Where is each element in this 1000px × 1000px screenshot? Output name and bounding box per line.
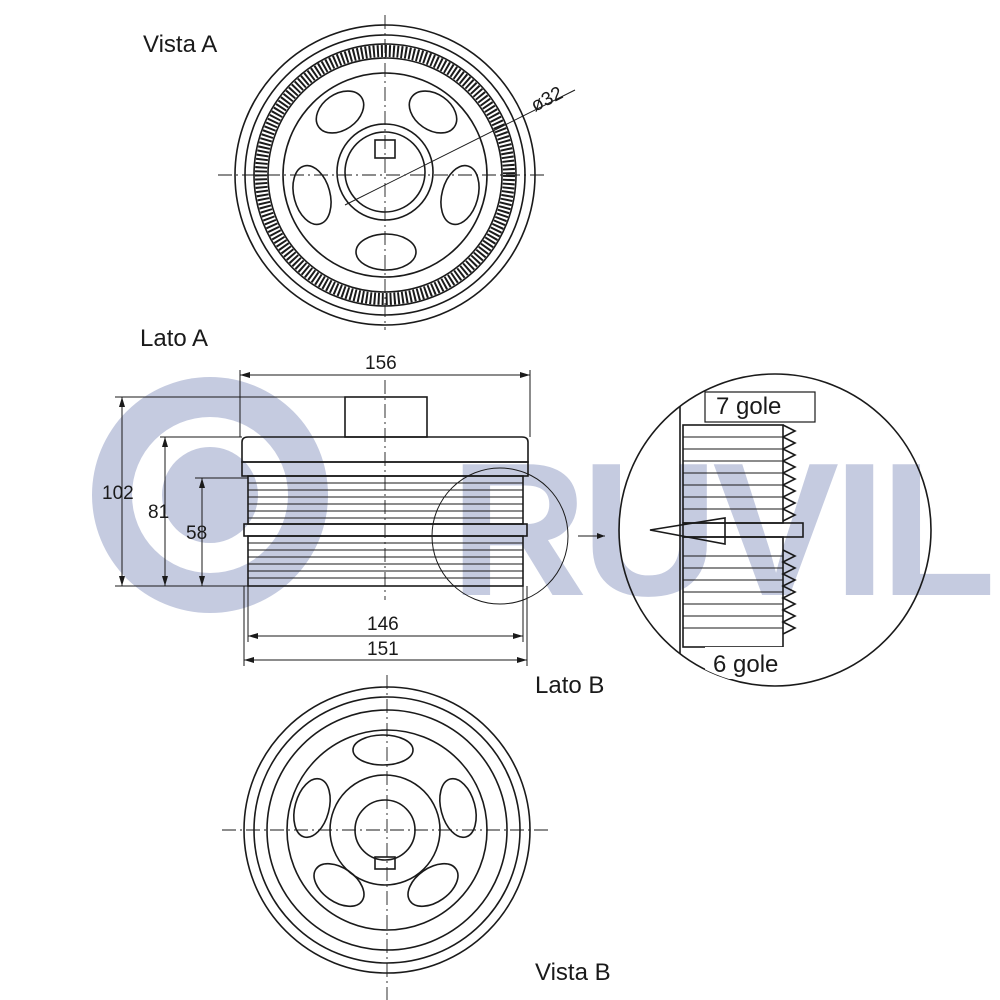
vista-b-view: Vista B	[222, 675, 611, 1000]
rubber-damper-ring	[255, 45, 515, 305]
grooves-bottom-label: 6 gole	[713, 651, 778, 678]
height-total-label: 102	[102, 483, 134, 504]
lato-b-label: Lato B	[535, 672, 604, 699]
ruville-watermark: RUVILLE	[92, 377, 1000, 636]
side-view: Lato A	[102, 325, 605, 699]
diameter-label: ø32	[528, 83, 567, 117]
height-belt-label: 58	[186, 523, 207, 544]
grooves-top-label: 7 gole	[716, 393, 781, 420]
width-top-label: 156	[365, 353, 397, 374]
height-mid-label: 81	[148, 502, 169, 523]
vista-a-view: ø32 Vista A	[143, 15, 576, 330]
vista-b-label: Vista B	[535, 959, 611, 986]
lato-a-label: Lato A	[140, 325, 208, 352]
detail-callout-circle	[431, 467, 569, 605]
vista-a-label: Vista A	[143, 31, 217, 58]
width-belt-label: 146	[367, 614, 399, 635]
width-bottom-label: 151	[367, 639, 399, 660]
lower-grooves	[247, 535, 524, 587]
groove-detail-view: 7 gole 6 gole	[618, 373, 932, 687]
